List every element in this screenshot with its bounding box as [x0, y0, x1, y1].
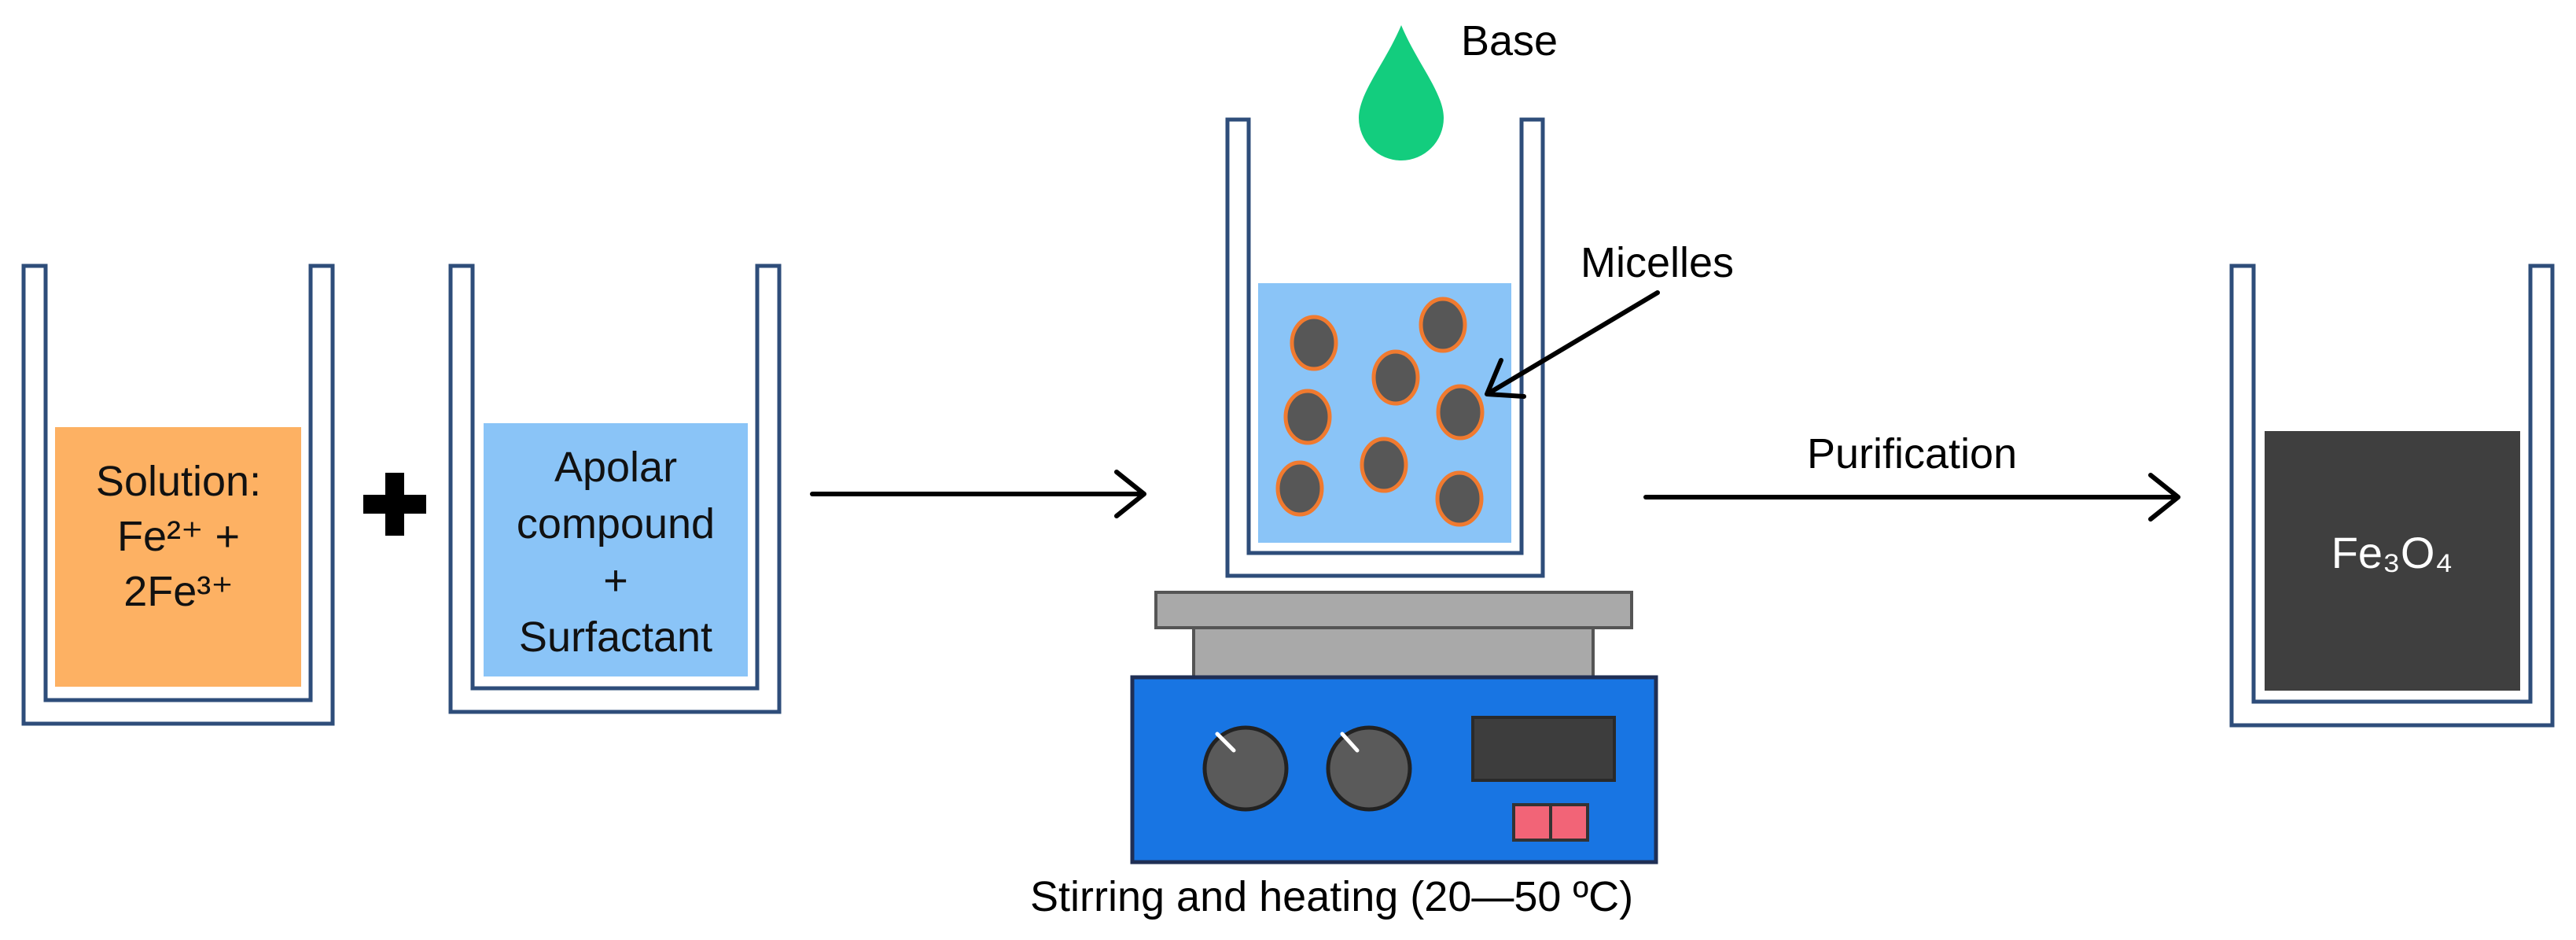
micelles [1275, 297, 1485, 527]
micelle [1419, 297, 1467, 353]
beaker-reaction [1225, 117, 1545, 578]
micelle [1371, 349, 1420, 406]
stirring-heating-label: Stirring and heating (20—50 ºC) [1030, 873, 1633, 920]
micelle [1360, 437, 1408, 493]
micelle [1290, 315, 1338, 371]
product-solid [2265, 431, 2520, 691]
beaker-product: Fe₃O₄ [2229, 264, 2555, 728]
solution-liquid [55, 427, 301, 687]
beaker-wall [2229, 264, 2555, 728]
hotplate-top [1154, 591, 1633, 629]
hotplate-button [1549, 803, 1589, 842]
stirring-knob [1326, 725, 1412, 812]
micelles-pointer-arrow [1485, 290, 1660, 399]
product-label: Fe₃O₄ [2331, 528, 2453, 577]
arrow-to-reaction [810, 470, 1146, 518]
micelle [1275, 460, 1324, 517]
apolar-line-4: Surfactant [519, 614, 712, 661]
micelle [1435, 470, 1484, 527]
hotplate [1130, 591, 1658, 864]
hotplate-neck [1192, 626, 1595, 679]
apolar-line-1: Apolar [554, 444, 677, 491]
solution-line-1: Solution: [96, 458, 261, 505]
micelle [1436, 384, 1485, 441]
beaker-wall [21, 264, 335, 726]
apolar-liquid [484, 423, 748, 676]
hotplate-button [1512, 803, 1552, 842]
hotplate-display [1471, 716, 1616, 782]
micelles-label: Micelles [1581, 239, 1734, 286]
arrow-purification [1643, 473, 2180, 522]
beaker-wall [1225, 117, 1545, 578]
solution-line-2: Fe²⁺ + [117, 513, 240, 560]
beaker-solution: Solution: Fe²⁺ + 2Fe³⁺ [21, 264, 335, 726]
base-drop-icon [1359, 25, 1444, 160]
apolar-line-2: compound [517, 500, 715, 547]
beaker-wall [448, 264, 782, 714]
temperature-knob [1202, 725, 1289, 812]
solution-line-3: 2Fe³⁺ [123, 568, 234, 615]
purification-label: Purification [1807, 430, 2017, 477]
plus-icon [363, 473, 426, 536]
beaker-apolar-compound: Apolar compound + Surfactant [448, 264, 782, 714]
base-label: Base [1461, 17, 1558, 65]
apolar-line-3: + [603, 557, 628, 604]
micelle [1283, 389, 1332, 445]
